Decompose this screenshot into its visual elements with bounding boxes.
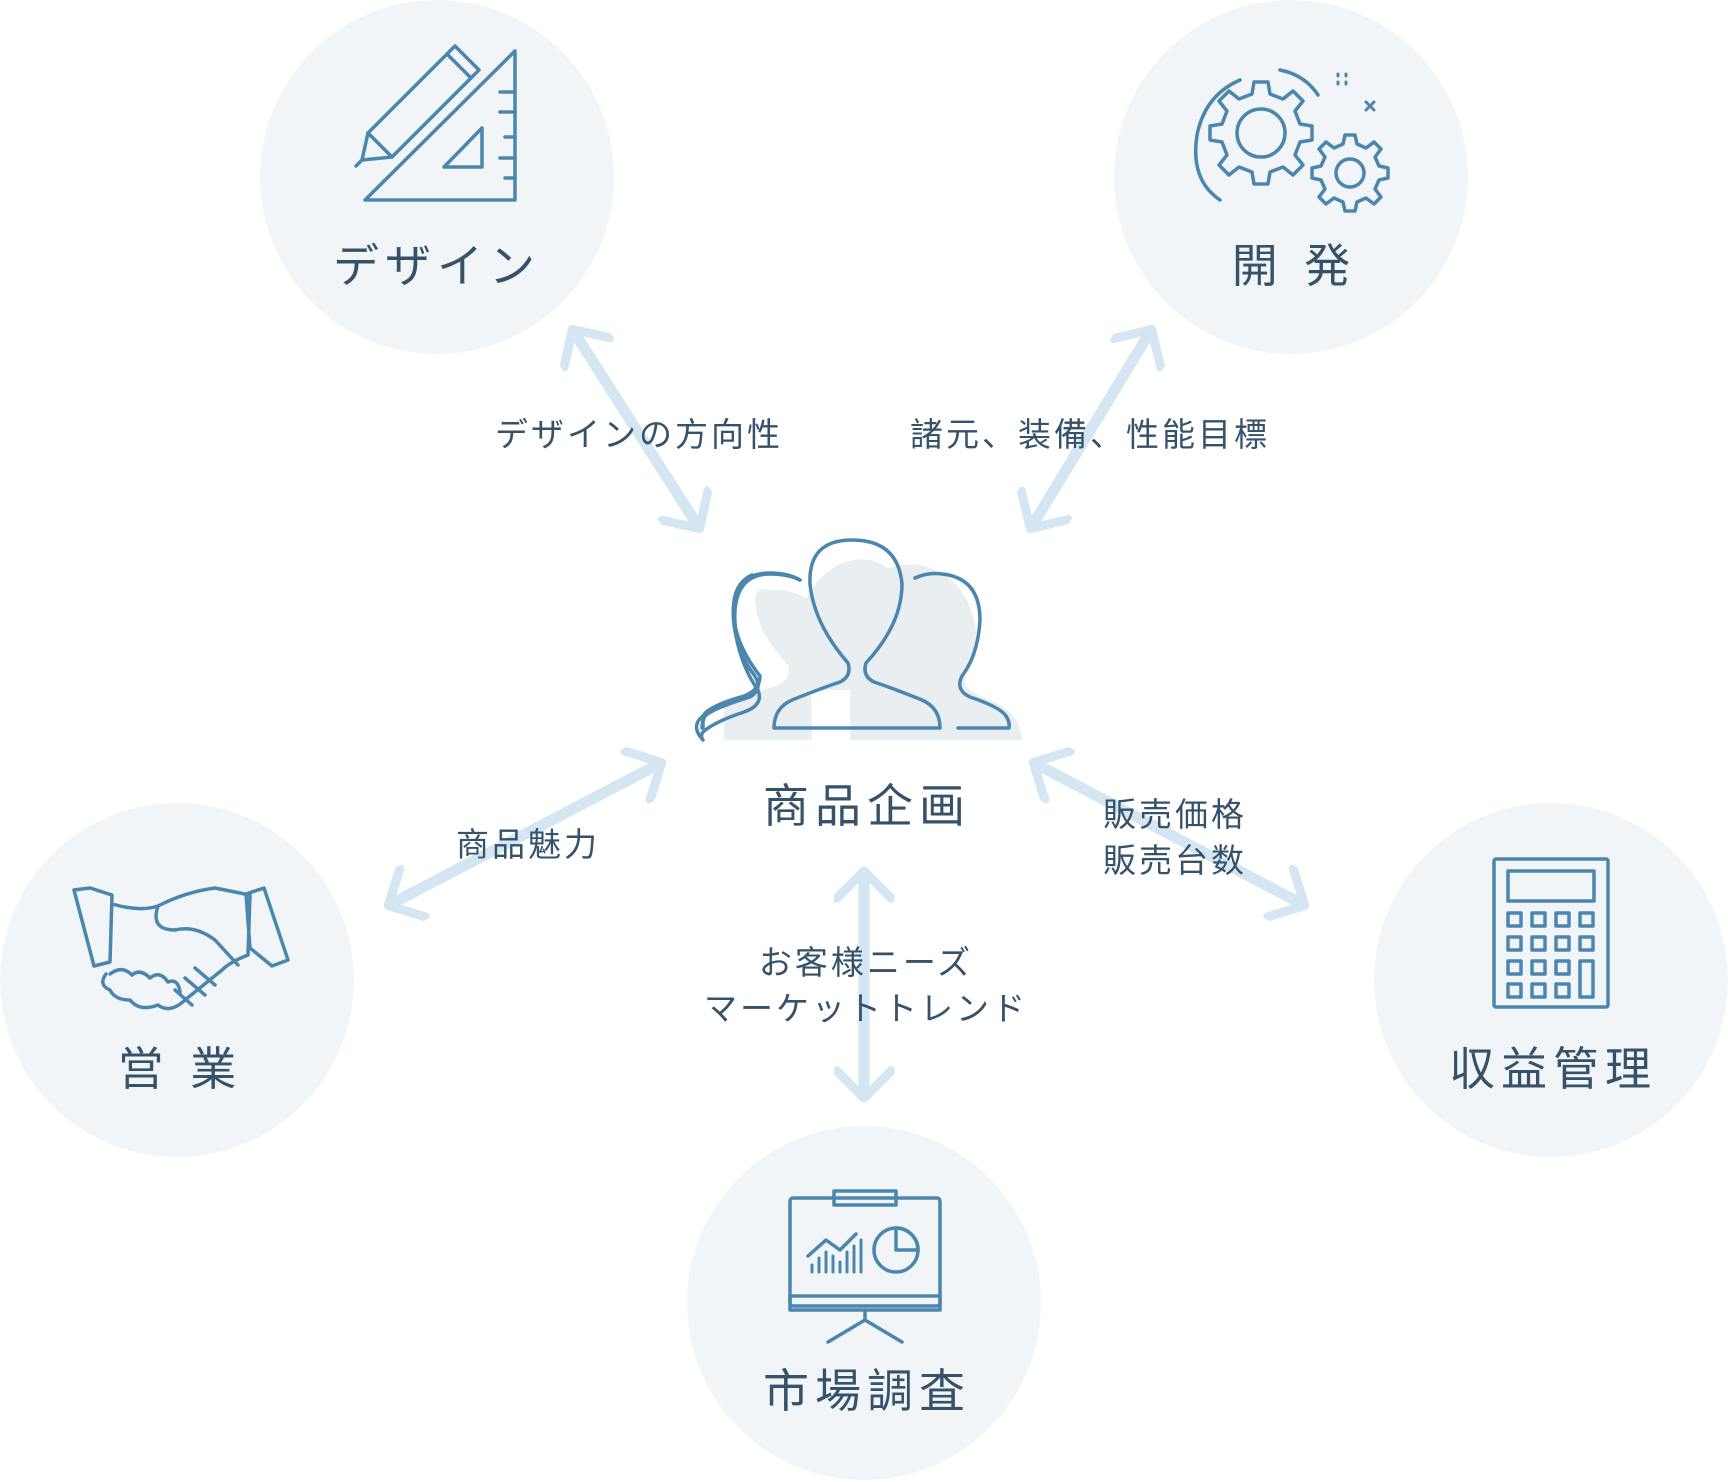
design-label: デザイン	[333, 239, 541, 293]
revenue-circle	[1374, 803, 1728, 1157]
revenue-edge-line2: 販売台数	[1103, 841, 1247, 881]
design-circle	[260, 0, 614, 354]
market-edge-line1: お客様ニーズ	[758, 943, 974, 982]
handshake-icon	[72, 886, 290, 1011]
market-edge-label: お客様ニーズ マーケットトレンド	[704, 940, 1028, 1032]
gears-icon	[1193, 68, 1390, 213]
design-edge-label: デザインの方向性	[495, 415, 783, 454]
sales-label: 営 業	[117, 1042, 243, 1096]
revenue-edge-label: 販売価格 販売台数	[1103, 792, 1247, 884]
people-group-icon	[694, 538, 1022, 742]
market-circle	[687, 1126, 1041, 1480]
sales-arrow[interactable]	[391, 764, 659, 904]
presentation-board-icon	[788, 1189, 942, 1344]
pencil-triangle-ruler-icon	[354, 44, 517, 202]
market-edge-line2: マーケットトレンド	[704, 989, 1028, 1029]
calculator-icon	[1492, 857, 1610, 1009]
development-label: 開 発	[1231, 239, 1357, 293]
sales-edge-label: 商品魅力	[456, 825, 600, 864]
development-arrow[interactable]	[1032, 332, 1150, 526]
market-label: 市場調査	[763, 1364, 971, 1418]
revenue-arrow[interactable]	[1036, 764, 1302, 904]
development-circle	[1114, 0, 1468, 354]
development-edge-label: 諸元、装備、性能目標	[910, 415, 1270, 454]
revenue-edge-line1: 販売価格	[1103, 795, 1247, 834]
design-arrow[interactable]	[574, 332, 698, 526]
sales-circle	[0, 803, 354, 1157]
revenue-label: 収益管理	[1449, 1042, 1657, 1096]
center-label: 商品企画	[763, 779, 971, 833]
